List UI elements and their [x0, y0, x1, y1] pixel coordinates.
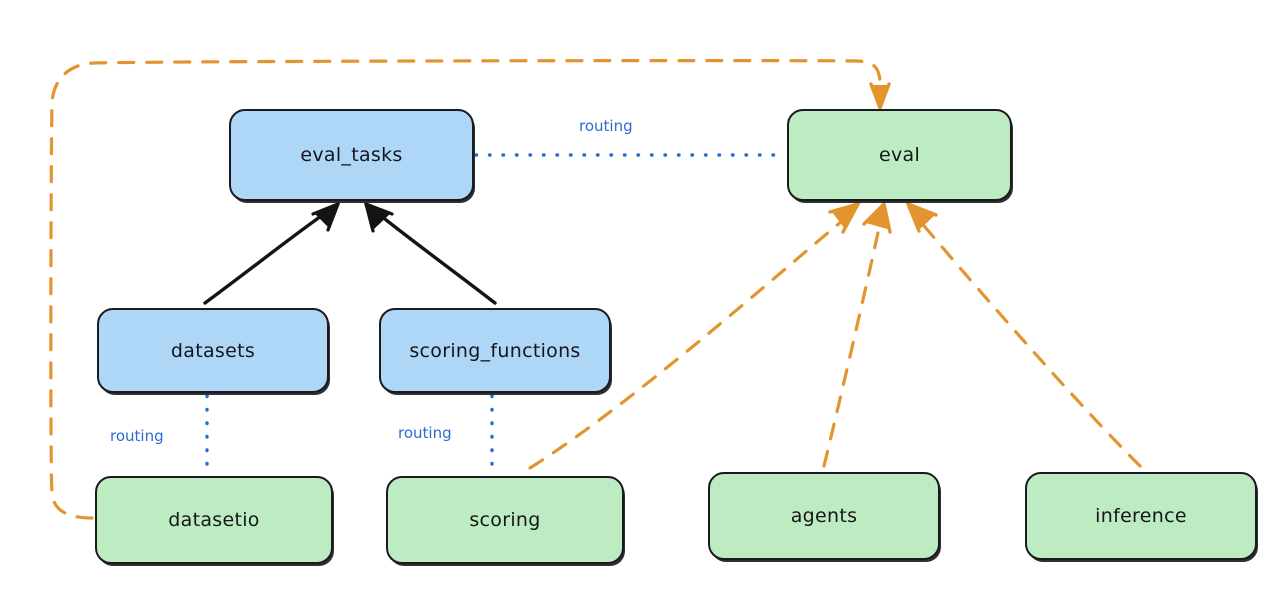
node-label-datasets: datasets	[170, 339, 256, 362]
node-eval[interactable]: eval	[787, 109, 1012, 201]
node-datasets[interactable]: datasets	[97, 308, 329, 393]
node-label-agents: agents	[790, 505, 858, 527]
edge-inference-eval	[906, 202, 1142, 468]
edge-datasets-eval-tasks	[203, 202, 340, 305]
edge-label-datasets-datasetio: routing	[110, 427, 164, 445]
node-label-eval: eval	[878, 144, 921, 166]
node-label-datasetio: datasetio	[168, 509, 260, 531]
node-label-inference: inference	[1095, 505, 1187, 527]
edge-scoring-functions-eval-tasks	[364, 202, 497, 305]
node-agents[interactable]: agents	[708, 472, 940, 560]
node-scoring_functions[interactable]: scoring_functions	[379, 308, 611, 393]
edge-label-eval_tasks-eval: routing	[579, 117, 633, 135]
node-inference[interactable]: inference	[1025, 472, 1257, 560]
node-datasetio[interactable]: datasetio	[95, 476, 333, 564]
node-scoring[interactable]: scoring	[386, 476, 624, 564]
node-label-scoring_functions: scoring_functions	[409, 339, 581, 362]
node-label-eval_tasks: eval_tasks	[300, 144, 403, 166]
node-eval_tasks[interactable]: eval_tasks	[229, 109, 474, 201]
edge-agents-eval	[822, 202, 892, 468]
node-label-scoring: scoring	[469, 509, 541, 531]
edge-label-sf-scoring: routing	[398, 424, 452, 442]
